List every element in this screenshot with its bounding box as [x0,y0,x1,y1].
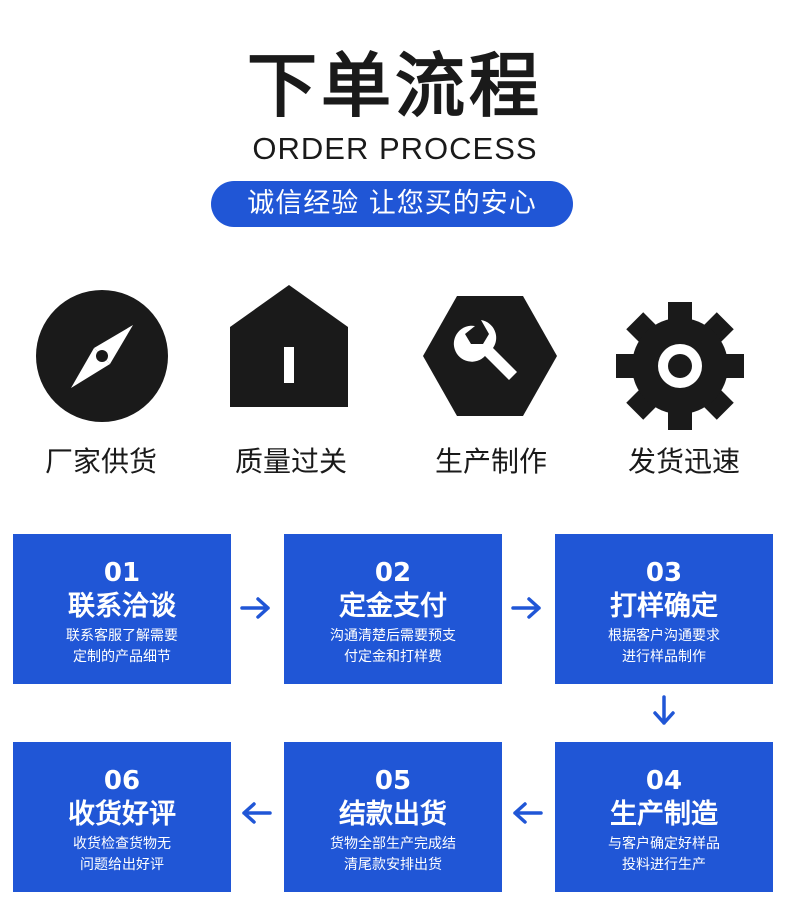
house-icon [230,285,348,407]
step-number: 04 [645,766,683,796]
step-number: 05 [374,766,412,796]
step-card-01: 01 联系洽谈 联系客服了解需要定制的产品细节 [13,534,231,684]
page-title: 下单流程 [247,45,543,127]
step-description: 与客户确定好样品投料进行生产 [608,836,720,873]
arrow-right-icon [240,597,270,619]
slogan-badge: 诚信经验 让您买的安心 [211,181,573,227]
step-name: 打样确定 [610,591,718,622]
arrow-left-icon [242,802,272,824]
feature-label-shipping: 发货迅速 [627,445,740,478]
compass-icon [36,290,168,422]
step-name: 收货好评 [68,799,176,830]
step-card-03: 03 打样确定 根据客户沟通要求进行样品制作 [555,534,773,684]
step-card-05: 05 结款出货 货物全部生产完成结清尾款安排出货 [284,742,502,892]
step-name: 定金支付 [339,591,447,622]
step-description: 收货检查货物无问题给出好评 [73,836,171,873]
feature-label-supply: 厂家供货 [44,445,157,478]
gear-icon [616,302,744,430]
page-subtitle: ORDER PROCESS [252,131,538,166]
step-description: 根据客户沟通要求进行样品制作 [608,628,720,665]
feature-label-production: 生产制作 [434,445,547,478]
step-name: 联系洽谈 [68,591,176,622]
step-number: 03 [645,558,683,588]
step-description: 沟通清楚后需要预支付定金和打样费 [330,628,456,665]
arrow-right-icon [511,597,541,619]
step-card-02: 02 定金支付 沟通清楚后需要预支付定金和打样费 [284,534,502,684]
step-description: 货物全部生产完成结清尾款安排出货 [330,836,456,873]
wrench-icon [423,296,557,416]
step-number: 06 [103,766,141,796]
feature-label-quality: 质量过关 [234,445,347,478]
step-number: 02 [374,558,412,588]
step-name: 结款出货 [339,799,447,830]
step-card-04: 04 生产制造 与客户确定好样品投料进行生产 [555,742,773,892]
step-description: 联系客服了解需要定制的产品细节 [66,628,178,665]
step-number: 01 [103,558,141,588]
arrow-left-icon [513,802,543,824]
step-card-06: 06 收货好评 收货检查货物无问题给出好评 [13,742,231,892]
step-name: 生产制造 [610,799,718,830]
arrow-down-icon [653,695,675,725]
